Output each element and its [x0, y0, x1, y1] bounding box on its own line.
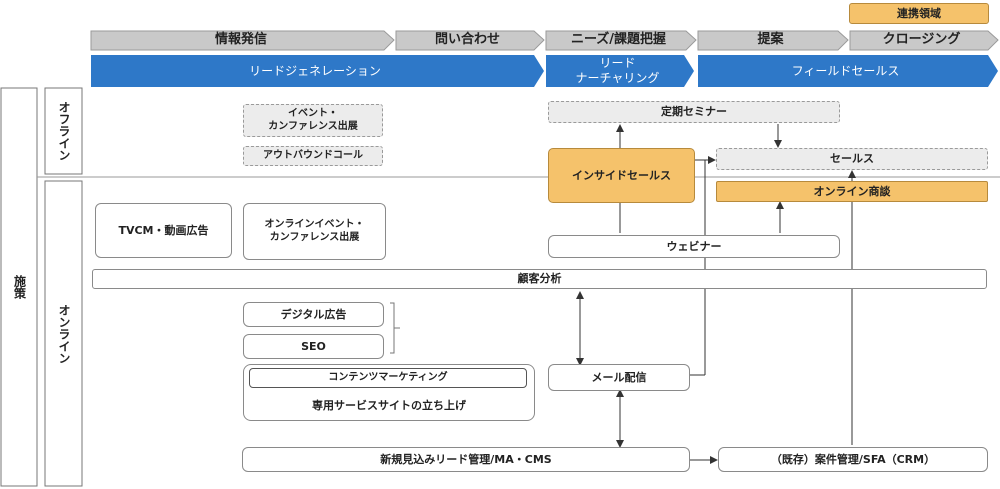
regular-seminar-box: 定期セミナー — [548, 101, 840, 123]
online-label: オンライン — [57, 303, 71, 364]
measures-label: 施策 — [12, 275, 27, 299]
measures-frame — [0, 87, 38, 487]
webinar-box: ウェビナー — [548, 235, 840, 258]
online-event-box: オンラインイベント・ カンファレンス出展 — [243, 203, 386, 260]
content-marketing-box: コンテンツマーケティング — [249, 368, 527, 388]
stage-lead-nurturing: リード ナーチャリング — [575, 56, 660, 85]
tvcm-box: TVCM・動画広告 — [95, 203, 232, 258]
stage-arrow-1 — [91, 55, 544, 87]
phase-arrow-1 — [90, 30, 395, 51]
phase-arrow-2 — [395, 30, 545, 51]
stage-field-sales: フィールドセールス — [791, 63, 900, 78]
customer-analysis-box: 顧客分析 — [92, 269, 987, 289]
phase-arrow-5 — [849, 30, 999, 51]
stage-lead-generation: リードジェネレーション — [249, 63, 381, 78]
phase-closing: クロージング — [882, 32, 961, 48]
sfa-crm-box: （既存）案件管理/SFA（CRM） — [718, 447, 988, 472]
linked-area-label: 連携領域 — [849, 3, 989, 24]
sales-box: セールス — [716, 148, 988, 170]
phase-info: 情報発信 — [214, 32, 267, 48]
phase-arrow-3 — [545, 30, 697, 51]
online-frame — [44, 180, 83, 487]
offline-frame — [44, 87, 83, 175]
online-meeting-box: オンライン商談 — [716, 181, 988, 202]
outbound-call-box: アウトバウンドコール — [243, 146, 383, 166]
mail-delivery-box: メール配信 — [548, 364, 690, 391]
phase-arrow-4 — [697, 30, 849, 51]
phase-proposal: 提案 — [757, 32, 784, 48]
stage-arrow-2 — [546, 55, 694, 87]
phase-needs: ニーズ/課題把握 — [570, 32, 667, 48]
offline-label: オフライン — [57, 101, 71, 161]
digital-ads-box: デジタル広告 — [243, 302, 384, 327]
dedicated-site-label: 専用サービスサイトの立ち上げ — [312, 399, 466, 413]
stage-arrow-3 — [698, 55, 998, 87]
bracket — [390, 302, 400, 354]
event-offline-box: イベント・ カンファレンス出展 — [243, 104, 383, 137]
lead-mgmt-box: 新規見込みリード管理/MA・CMS — [242, 447, 690, 472]
inside-sales-box: インサイドセールス — [548, 148, 695, 203]
seo-box: SEO — [243, 334, 384, 359]
phase-inquiry: 問い合わせ — [434, 32, 500, 48]
